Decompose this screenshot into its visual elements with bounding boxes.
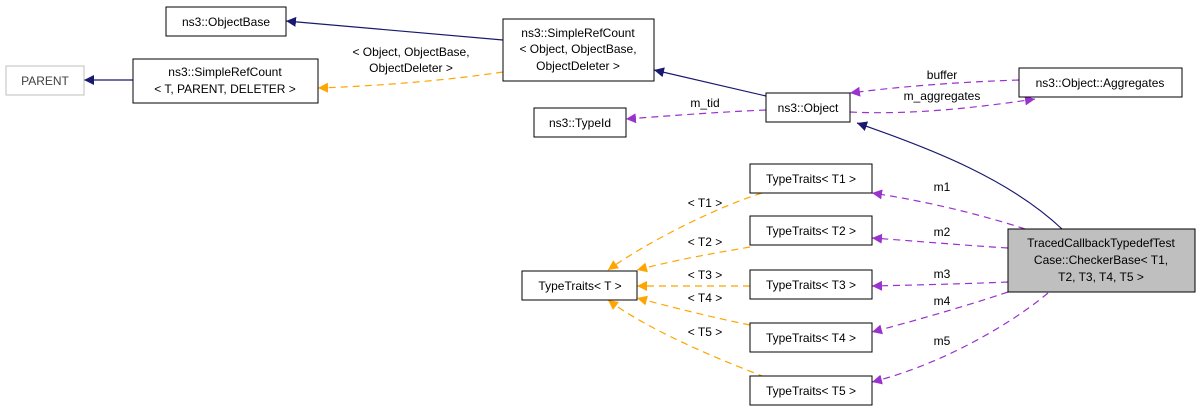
edge-label-m-aggregates: m_aggregates <box>904 89 981 103</box>
node-object-box <box>765 92 851 123</box>
node-parent[interactable]: PARENT <box>5 65 85 96</box>
node-type-traits-t5[interactable]: TypeTraits< T5 > <box>749 375 873 406</box>
node-type-id[interactable]: ns3::TypeId <box>533 107 627 138</box>
node-type-traits-t[interactable]: TypeTraits< T > <box>521 270 638 301</box>
edge-label-t1: < T1 > <box>688 196 722 210</box>
edge-simplerefcount-to-objectbase <box>285 16 504 41</box>
node-type-traits-t4[interactable]: TypeTraits< T4 > <box>749 322 873 353</box>
edge-label-m-tid: m_tid <box>690 96 719 110</box>
node-simple-ref-count-object-line2: < Object, ObjectBase, <box>519 42 636 56</box>
edge-object-m-tid <box>625 109 767 124</box>
node-object-base[interactable]: ns3::ObjectBase <box>165 6 287 37</box>
edge-label-m2: m2 <box>934 225 951 239</box>
node-checker-base-line2: Case::CheckerBase< T1, <box>1034 253 1168 267</box>
edge-checkerbase-m3 <box>871 280 1009 291</box>
edge-aggregates-buffer <box>849 79 1020 97</box>
node-object-base-box <box>165 6 287 37</box>
node-type-traits-t5-box <box>749 375 873 406</box>
node-type-traits-t3[interactable]: TypeTraits< T3 > <box>749 269 873 300</box>
edge-label-t5: < T5 > <box>688 325 722 339</box>
node-type-traits-t1-box <box>749 163 873 194</box>
edge-t2-template <box>636 246 751 273</box>
node-type-traits-t5-label: TypeTraits< T5 > <box>766 384 856 398</box>
edge-object-to-simplerefcount <box>653 67 767 97</box>
node-type-id-label: ns3::TypeId <box>549 116 611 130</box>
edge-label-template-args-line2: ObjectDeleter > <box>369 61 453 75</box>
edge-label-t2: < T2 > <box>688 235 722 249</box>
edge-label-buffer: buffer <box>927 68 957 82</box>
node-type-traits-t3-label: TypeTraits< T3 > <box>766 278 856 292</box>
nodes: ns3::ObjectBase ns3::SimpleRefCount < Ob… <box>5 6 1196 406</box>
edge-checkerbase-to-object <box>856 121 1063 230</box>
edge-label-m4: m4 <box>934 294 951 308</box>
edge-label-m1: m1 <box>934 180 951 194</box>
node-type-traits-t-box <box>521 270 638 301</box>
node-type-traits-t2-box <box>749 215 873 246</box>
edge-label-m3: m3 <box>934 267 951 281</box>
edge-checkerbase-m4 <box>871 291 1009 335</box>
edge-label-t4: < T4 > <box>688 291 722 305</box>
node-type-id-box <box>533 107 627 138</box>
edge-label-t3: < T3 > <box>688 268 722 282</box>
node-aggregates-label: ns3::Object::Aggregates <box>1036 76 1165 90</box>
node-checker-base-line1: TracedCallbackTypedefTest <box>1027 236 1175 250</box>
node-checker-base-box <box>1007 228 1196 293</box>
node-checker-base[interactable]: TracedCallbackTypedefTest Case::CheckerB… <box>1007 228 1196 293</box>
node-parent-label: PARENT <box>21 74 69 88</box>
node-checker-base-line3: T2, T3, T4, T5 > <box>1058 270 1144 284</box>
node-simple-ref-count-object-line1: ns3::SimpleRefCount <box>521 26 635 40</box>
edge-label-m5: m5 <box>934 334 951 348</box>
node-type-traits-t1-label: TypeTraits< T1 > <box>766 172 856 186</box>
edge-simplerefcount-object-template <box>317 71 504 93</box>
node-parent-box <box>5 65 85 96</box>
node-simple-ref-count-template[interactable]: ns3::SimpleRefCount < T, PARENT, DELETER… <box>132 58 319 104</box>
node-object-base-label: ns3::ObjectBase <box>182 15 270 29</box>
node-aggregates-box <box>1018 67 1183 98</box>
edges <box>84 16 1063 385</box>
node-simple-ref-count-object-box <box>502 18 655 82</box>
edge-checkerbase-m2 <box>871 233 1009 249</box>
node-object-label: ns3::Object <box>778 101 839 115</box>
node-type-traits-t4-box <box>749 322 873 353</box>
edge-t5-template <box>607 299 766 378</box>
node-type-traits-t2[interactable]: TypeTraits< T2 > <box>749 215 873 246</box>
edge-checkerbase-m1 <box>871 189 1026 230</box>
node-type-traits-t-label: TypeTraits< T > <box>538 279 621 293</box>
node-type-traits-t1[interactable]: TypeTraits< T1 > <box>749 163 873 194</box>
node-simple-ref-count-template-box <box>132 58 319 104</box>
edge-t1-template <box>607 192 763 271</box>
node-simple-ref-count-object-line3: ObjectDeleter > <box>536 59 620 73</box>
node-simple-ref-count-object[interactable]: ns3::SimpleRefCount < Object, ObjectBase… <box>502 18 655 82</box>
edge-labels: < Object, ObjectBase, ObjectDeleter > bu… <box>352 45 980 348</box>
node-simple-ref-count-template-line2: < T, PARENT, DELETER > <box>154 82 296 96</box>
node-simple-ref-count-template-line1: ns3::SimpleRefCount <box>168 65 282 79</box>
node-object[interactable]: ns3::Object <box>765 92 851 123</box>
node-type-traits-t2-label: TypeTraits< T2 > <box>766 224 856 238</box>
edge-checkerbase-m5 <box>871 292 1049 385</box>
node-type-traits-t4-label: TypeTraits< T4 > <box>766 331 856 345</box>
node-type-traits-t3-box <box>749 269 873 300</box>
edge-label-template-args-line1: < Object, ObjectBase, <box>352 45 469 59</box>
node-aggregates[interactable]: ns3::Object::Aggregates <box>1018 67 1183 98</box>
